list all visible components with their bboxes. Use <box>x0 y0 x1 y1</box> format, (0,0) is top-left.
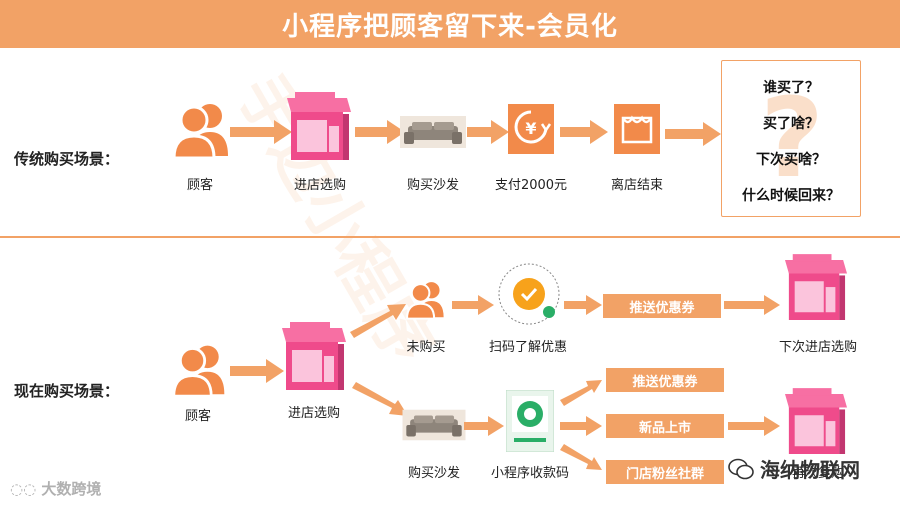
footer-left-text: 大数跨境 <box>41 480 102 498</box>
question-text: 什么时候回来？ <box>742 188 840 204</box>
bought-sofa-label: 购买沙发 <box>407 466 461 481</box>
arrow-icon <box>724 293 780 321</box>
store-icon <box>287 92 351 168</box>
arrow-up-icon <box>560 378 602 410</box>
question-mark-icon: ? <box>760 74 824 202</box>
source-logo-icon: ◌◌ <box>10 480 42 498</box>
step-label: 顾客 <box>186 178 214 193</box>
customer-icon <box>404 278 448 324</box>
step-label: 进店选购 <box>293 178 347 193</box>
sofa-icon <box>400 110 466 158</box>
question-text: 下次买啥？ <box>756 152 826 168</box>
section-divider <box>0 236 900 238</box>
customer-icon <box>170 98 234 164</box>
arrow-down-icon <box>350 382 410 426</box>
arrow-icon <box>560 414 602 442</box>
arrow-icon <box>452 293 494 321</box>
question-text: 买了啥？ <box>763 116 819 132</box>
arrow-down-icon <box>560 444 602 476</box>
arrow-up-icon <box>348 298 408 342</box>
qr-code-icon[interactable] <box>497 262 561 330</box>
footer-source: ◌◌ 大数跨境 <box>10 478 101 499</box>
title-bar: 小程序把顾客留下来-会员化 <box>0 0 900 48</box>
fan-group-box: 门店粉丝社群 <box>606 460 724 484</box>
push-coupon-box: 推送优惠券 <box>606 368 724 392</box>
question-text: 谁买了？ <box>763 80 819 96</box>
new-products-box: 新品上市 <box>606 414 724 438</box>
storefront-icon <box>614 104 660 158</box>
customer-label: 顾客 <box>184 409 212 424</box>
enter-store-label: 进店选购 <box>287 406 341 421</box>
wechat-icon <box>728 458 754 479</box>
questions-box: ? 谁买了？ 买了啥？ 下次买啥？ 什么时候回来？ <box>721 60 861 217</box>
pay-code-label: 小程序收款码 <box>490 466 570 481</box>
store-icon <box>282 322 346 398</box>
step-label: 支付2000元 <box>494 178 568 193</box>
arrow-icon <box>355 118 405 150</box>
footer-brand: 海纳物联网 <box>728 454 860 483</box>
svg-text:?: ? <box>762 81 822 191</box>
svg-text:¥: ¥ <box>525 119 536 138</box>
store-icon <box>785 388 847 462</box>
arrow-icon <box>230 118 292 150</box>
next-visit-label: 下次进店选购 <box>778 340 858 355</box>
current-row-label: 现在购买场景： <box>14 382 120 400</box>
rebuy-label: 再次复购 <box>791 466 845 481</box>
store-icon <box>785 254 847 328</box>
footer-right-text: 海纳物联网 <box>760 458 860 482</box>
arrow-icon <box>560 118 608 150</box>
push-coupon-box: 推送优惠券 <box>603 294 721 318</box>
scan-label: 扫码了解优惠 <box>488 340 568 355</box>
sofa-icon <box>402 404 466 450</box>
arrow-icon <box>564 293 602 321</box>
arrow-icon <box>464 414 504 442</box>
customer-icon <box>170 340 230 402</box>
pay-code-icon[interactable] <box>505 389 555 456</box>
arrow-icon <box>728 414 780 442</box>
step-label: 购买沙发 <box>406 178 460 193</box>
arrow-icon <box>467 118 509 150</box>
arrow-icon <box>665 120 721 152</box>
payment-icon: ¥ <box>508 104 554 158</box>
page-title: 小程序把顾客留下来-会员化 <box>282 11 618 42</box>
not-bought-label: 未购买 <box>406 340 446 355</box>
arrow-icon <box>230 357 284 389</box>
traditional-row-label: 传统购买场景： <box>14 150 120 168</box>
step-label: 离店结束 <box>610 178 664 193</box>
